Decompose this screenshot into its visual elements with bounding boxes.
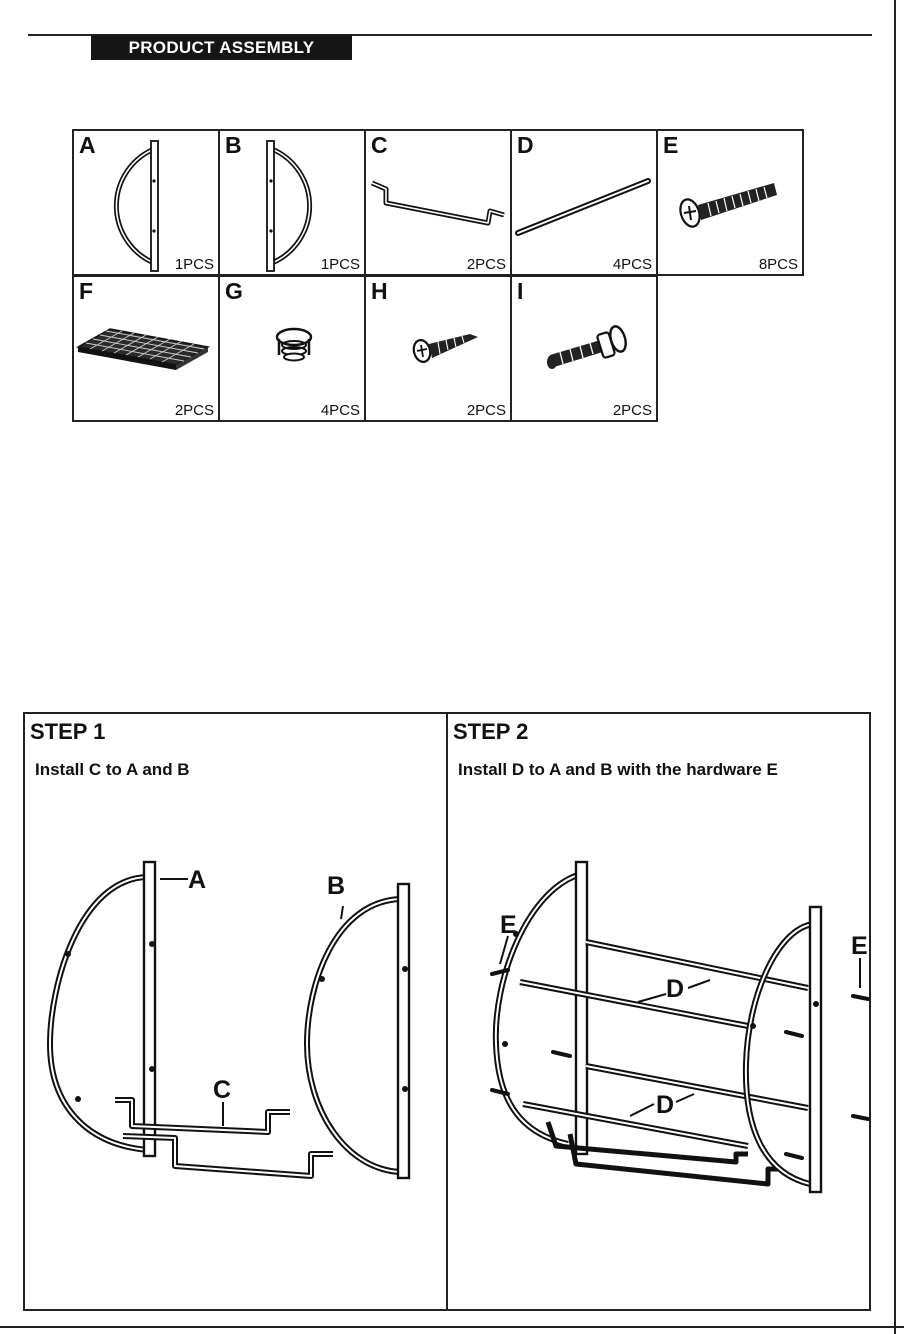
callout-b: B: [327, 872, 345, 900]
machine-screw-icon: [658, 131, 802, 274]
screw-e-icon: [853, 996, 868, 999]
part-cell-e: E 8PCS: [656, 129, 804, 276]
bent-bar-icon: [366, 131, 510, 274]
part-quantity: 8PCS: [759, 256, 798, 273]
page-border-bottom: [0, 1326, 904, 1328]
part-quantity: 2PCS: [467, 256, 506, 273]
part-quantity: 4PCS: [321, 402, 360, 419]
part-cell-c: C 2PCS: [364, 129, 512, 276]
part-quantity: 1PCS: [175, 256, 214, 273]
wall-anchor-icon: [512, 277, 656, 420]
callout-a: A: [188, 866, 206, 894]
screw-e-icon: [786, 1154, 802, 1158]
part-cell-g: G 4PCS: [218, 275, 366, 422]
part-quantity: 2PCS: [613, 402, 652, 419]
callout-c: C: [213, 1076, 231, 1104]
part-cell-d: D 4PCS: [510, 129, 658, 276]
section-title: PRODUCT ASSEMBLY: [91, 35, 352, 60]
screw-e-icon: [553, 1052, 570, 1056]
callout-e: E: [851, 932, 868, 960]
part-quantity: 2PCS: [467, 402, 506, 419]
half-ring-frame-right-icon: [220, 131, 364, 274]
frame-b-drawing: [307, 884, 409, 1178]
step-2-illustration: E E D D: [448, 714, 869, 1309]
part-cell-a: A 1PCS: [72, 129, 220, 276]
part-quantity: 1PCS: [321, 256, 360, 273]
part-cell-f: F 2PCS: [72, 275, 220, 422]
part-quantity: 4PCS: [613, 256, 652, 273]
part-cell-b: B 1PCS: [218, 129, 366, 276]
screw-e-icon: [853, 1116, 868, 1119]
end-cap-icon: [220, 277, 364, 420]
part-quantity: 2PCS: [175, 402, 214, 419]
part-cell-h: H 2PCS: [364, 275, 512, 422]
page-border-right: [894, 0, 896, 1334]
callout-d: D: [656, 1091, 674, 1119]
frame-a-drawing: [50, 862, 188, 1156]
step-1-illustration: A B C: [25, 714, 446, 1309]
half-ring-frame-left-icon: [74, 131, 218, 274]
rod-icon: [512, 131, 656, 274]
part-cell-i: I 2PCS: [510, 275, 658, 422]
mesh-shelf-icon: [74, 277, 218, 420]
parts-table: A 1PCS B 1PCS C 2PCS D: [72, 129, 794, 423]
callout-d: D: [666, 975, 684, 1003]
screw-e-icon: [786, 1032, 802, 1036]
wood-screw-icon: [366, 277, 510, 420]
steps-panel: STEP 1 Install C to A and B: [23, 712, 871, 1311]
callout-e: E: [500, 911, 517, 939]
frame-b-drawing: [746, 907, 821, 1192]
